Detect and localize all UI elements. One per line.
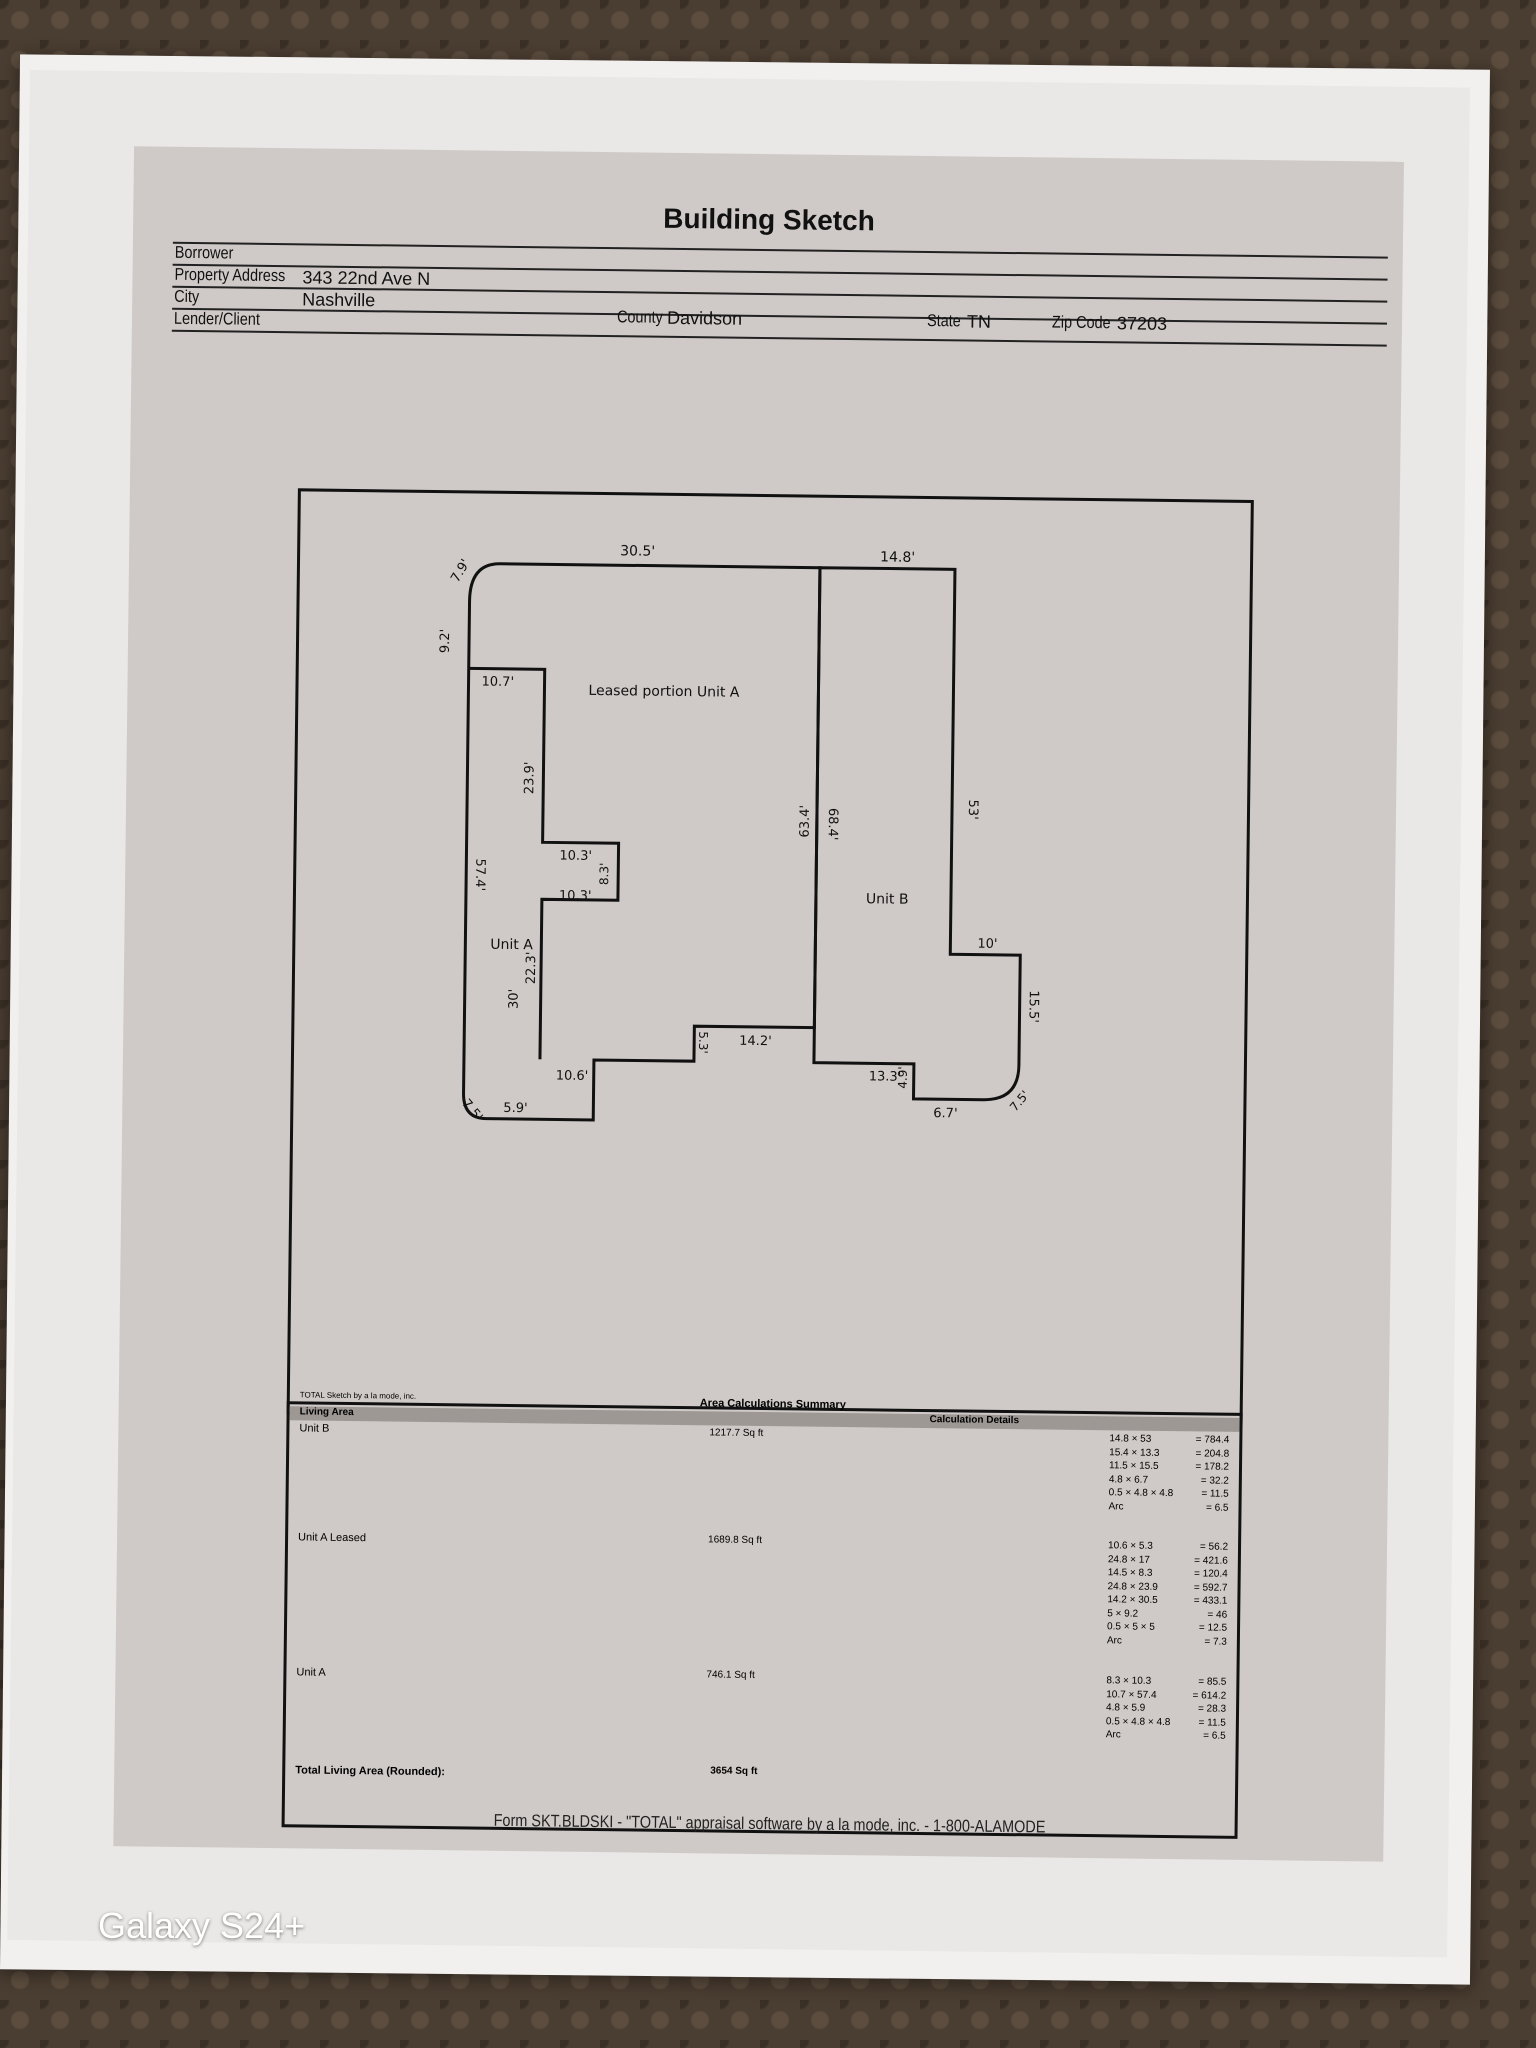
dimension-label: 10.7' <box>481 675 514 690</box>
calc-line: 4.8 × 6.7= 32.2 <box>1108 1473 1229 1487</box>
dimension-label: 14.2' <box>739 1034 772 1049</box>
area-row-name: Unit B <box>299 1422 330 1435</box>
dimension-label: 68.4' <box>825 808 840 841</box>
area-row-value: 1217.7 Sq ft <box>709 1427 764 1440</box>
county-label: County <box>616 307 663 327</box>
unit-a-label: Unit A <box>490 937 533 954</box>
dimension-label: 7.5' <box>458 1096 485 1124</box>
unit-a-outline <box>462 562 822 1122</box>
camera-watermark: Galaxy S24+ <box>98 1905 306 1946</box>
calc-line: 10.7 × 57.4= 614.2 <box>1106 1688 1227 1702</box>
dimension-label: 10.3' <box>559 849 592 864</box>
zip-label: Zip Code <box>1051 312 1111 333</box>
dimension-label: 10' <box>977 937 997 952</box>
state-label: State <box>926 310 961 331</box>
calc-line: 15.4 × 13.3= 204.8 <box>1109 1446 1230 1460</box>
dimension-label: 13.3' <box>869 1069 902 1084</box>
unit-a-divider <box>468 666 621 1060</box>
calc-list: 8.3 × 10.3= 85.5 10.7 × 57.4= 614.2 4.8 … <box>1106 1674 1227 1743</box>
unit-b-label: Unit B <box>866 891 909 908</box>
borrower-label: Borrower <box>174 242 234 263</box>
calc-line: 10.6 × 5.3= 56.2 <box>1107 1540 1229 1553</box>
dimension-label: 30.5' <box>620 543 655 559</box>
leased-label: Leased portion Unit A <box>588 683 740 701</box>
paper-sheet: Building Sketch Borrower Property Addres… <box>7 70 1470 1958</box>
calc-line: Arc= 6.5 <box>1105 1729 1226 1742</box>
dimension-label: 7.9' <box>448 557 473 586</box>
printed-area: Building Sketch Borrower Property Addres… <box>113 146 1404 1862</box>
calc-line: Arc= 6.5 <box>1108 1500 1229 1514</box>
dimension-label: 8.3' <box>597 863 611 886</box>
header-line <box>171 329 1387 347</box>
state-value: TN <box>966 311 992 332</box>
dimension-label: 63.4' <box>798 805 813 838</box>
dimension-label: 4.9' <box>896 1066 910 1089</box>
calc-line: 24.8 × 23.9= 592.7 <box>1107 1580 1228 1594</box>
calc-line: 0.5 × 4.8 × 4.8= 11.5 <box>1105 1715 1226 1729</box>
header-line <box>172 241 1388 259</box>
dimension-label: 15.5' <box>1025 990 1040 1023</box>
calc-line: Arc= 7.3 <box>1106 1634 1227 1648</box>
total-living-area-label: Total Living Area (Rounded): <box>295 1764 446 1779</box>
county-value: Davidson <box>666 307 743 329</box>
calc-details-heading: Calculation Details <box>929 1414 1020 1427</box>
calc-line: 8.3 × 10.3= 85.5 <box>1106 1675 1227 1688</box>
total-living-area-value: 3654 Sq ft <box>710 1765 758 1778</box>
calc-list: 10.6 × 5.3= 56.2 24.8 × 17= 421.6 14.5 ×… <box>1107 1539 1228 1648</box>
dimension-label: 10.3' <box>559 889 592 904</box>
dimension-label: 9.2' <box>438 629 453 653</box>
city-label: City <box>174 286 200 307</box>
dimension-label: 6.7' <box>933 1106 957 1121</box>
dimension-label: 22.3' <box>524 952 539 985</box>
building-sketch: Leased portion Unit A Unit A Unit B 7.9'… <box>286 488 1254 1426</box>
calc-line: 0.5 × 4.8 × 4.8= 11.5 <box>1108 1487 1229 1500</box>
unit-b-outline <box>812 566 1022 1102</box>
form-header: Building Sketch Borrower Property Addres… <box>132 146 1404 347</box>
calc-line: 0.5 × 5 × 5= 12.5 <box>1106 1621 1228 1634</box>
dimension-label: 5.3' <box>696 1031 710 1054</box>
area-row-name: Unit A <box>296 1666 326 1679</box>
dimension-label: 5.9' <box>503 1101 527 1116</box>
summary-title: Area Calculations Summary <box>699 1397 846 1412</box>
floor-plan: Leased portion Unit A Unit A Unit B 7.9'… <box>438 543 1041 1124</box>
dimension-label: 14.8' <box>880 549 915 565</box>
area-row-name: Unit A Leased <box>298 1531 367 1545</box>
calc-line: 14.5 × 8.3= 120.4 <box>1107 1567 1228 1580</box>
dimension-label: 57.4' <box>472 858 487 891</box>
calc-line: 14.8 × 53= 784.4 <box>1109 1433 1230 1446</box>
sketch-credit: TOTAL Sketch by a la mode, inc. <box>299 1390 417 1401</box>
property-address-value: 343 22nd Ave N <box>302 267 431 289</box>
area-row-value: 746.1 Sq ft <box>706 1669 755 1681</box>
area-calculations-summary: TOTAL Sketch by a la mode, inc. Area Cal… <box>281 1390 1243 1839</box>
dimension-label: 30' <box>507 989 522 1009</box>
calc-line: 11.5 × 15.5= 178.2 <box>1108 1460 1230 1473</box>
lender-label: Lender/Client <box>173 308 261 329</box>
zip-value: 37203 <box>1116 313 1168 334</box>
dimension-label: 10.6' <box>556 1068 589 1083</box>
calc-list: 14.8 × 53= 784.4 15.4 × 13.3= 204.8 11.5… <box>1108 1432 1229 1514</box>
calc-line: 4.8 × 5.9= 28.3 <box>1106 1702 1227 1715</box>
calc-line: 14.2 × 30.5= 433.1 <box>1107 1594 1228 1607</box>
area-row-value: 1689.8 Sq ft <box>708 1534 763 1547</box>
page-title: Building Sketch <box>663 202 875 237</box>
property-address-label: Property Address <box>174 264 286 286</box>
dimension-label: 53' <box>965 799 980 819</box>
city-value: Nashville <box>302 289 376 311</box>
dimension-label: 23.9' <box>522 762 537 795</box>
living-area-heading: Living Area <box>299 1406 354 1419</box>
calc-line: 5 × 9.2= 46 <box>1107 1607 1228 1621</box>
